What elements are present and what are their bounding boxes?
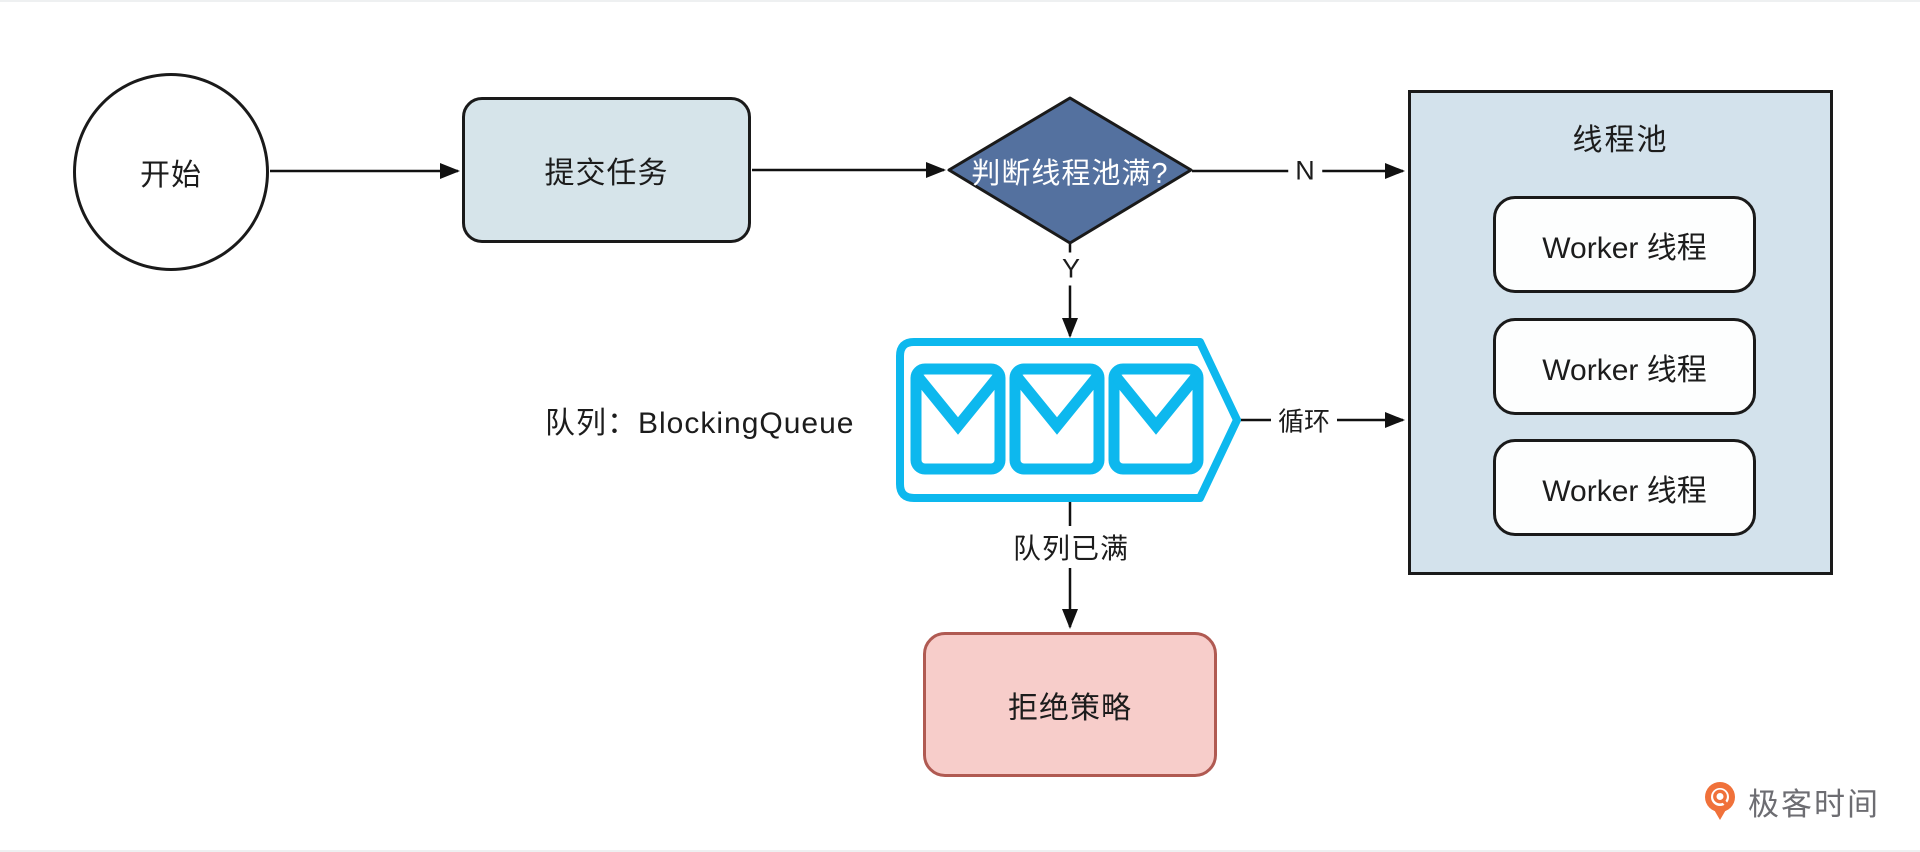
geektime-pin-icon [1705,781,1735,820]
edge-label-loop: 循环 [1270,400,1338,440]
brand-name: 极客时间 [1748,787,1880,822]
reject-policy-label: 拒绝策略 [1008,691,1132,725]
brand-logo: 极客时间 [1702,779,1880,824]
edge-label-yes: Y [1054,252,1088,286]
thread-pool-title: 线程池 [1572,124,1669,157]
queue-caption: 队列：BlockingQueue [545,407,855,440]
edge-label-no: N [1288,154,1322,188]
worker-thread-node: Worker 线程 [1493,196,1756,293]
decision-question-label: 判断线程池满? [971,157,1169,190]
blocking-queue-shape [896,338,1241,502]
envelope-icon [910,363,1006,475]
start-node: 开始 [73,73,269,271]
top-divider [0,0,1920,2]
submit-task-label: 提交任务 [544,157,669,190]
worker-thread-node: Worker 线程 [1493,318,1756,415]
envelope-icon [1108,363,1204,475]
thread-pool-node: 线程池 Worker 线程 Worker 线程 Worker 线程 [1408,90,1833,575]
envelope-icon [1009,363,1105,475]
reject-policy-node: 拒绝策略 [923,632,1217,777]
start-label: 开始 [140,159,202,192]
decision-node: 判断线程池满? [952,98,1188,243]
decision-diamond [947,96,1193,245]
worker-thread-node: Worker 线程 [1493,439,1756,536]
bottom-divider [0,850,1920,852]
submit-task-node: 提交任务 [462,97,751,243]
edge-label-queue-full: 队列已满 [1005,526,1137,568]
